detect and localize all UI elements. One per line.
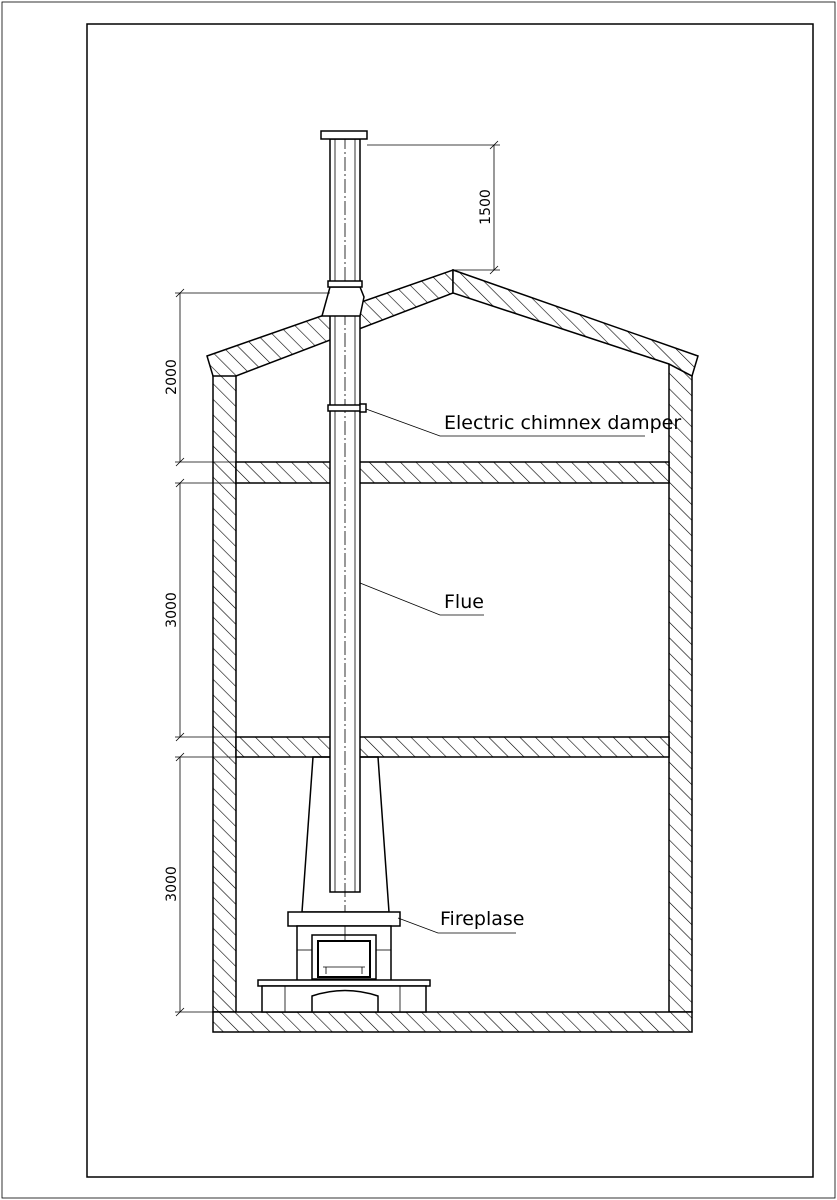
label-damper: Electric chimnex damper: [444, 412, 681, 434]
dim-tick: [175, 457, 185, 467]
leader-fireplace: [397, 917, 516, 934]
flue-cap: [320, 130, 368, 140]
ground-slab: [212, 1011, 693, 1033]
damper-band: [327, 404, 363, 412]
leader-flue: [359, 582, 484, 616]
firebox-opening: [317, 940, 371, 978]
dim-tick: [489, 265, 499, 275]
leader-damper: [365, 408, 645, 437]
damper-motor: [359, 403, 367, 413]
dim-tick: [489, 140, 499, 150]
dim-text-above-roof: 1500: [478, 189, 494, 225]
dim-text-second-floor: 3000: [164, 592, 180, 628]
dim-text-first-floor: 3000: [164, 866, 180, 902]
dim-text-attic: 2000: [164, 359, 180, 395]
roof-right-slope: [452, 268, 699, 378]
dim-tick: [175, 478, 185, 488]
attic-floor-slab: [235, 461, 670, 484]
label-fireplace: Fireplase: [440, 908, 524, 930]
storm-collar: [327, 280, 363, 288]
dim-tick: [175, 288, 185, 298]
firebox-frame: [311, 934, 377, 980]
dim-tick: [175, 752, 185, 762]
right-wall: [668, 362, 693, 1013]
dim-tick: [175, 1007, 185, 1017]
dim-tick: [175, 732, 185, 742]
left-wall: [212, 362, 237, 1013]
hearth-ashpit-arch: [311, 989, 379, 1012]
fireplace-mantel: [287, 911, 401, 927]
drawing-border: [86, 23, 814, 1178]
second-floor-slab: [235, 736, 670, 758]
roof-flashing: [321, 286, 365, 317]
label-flue: Flue: [444, 591, 484, 613]
hearth-ledge: [257, 979, 431, 987]
